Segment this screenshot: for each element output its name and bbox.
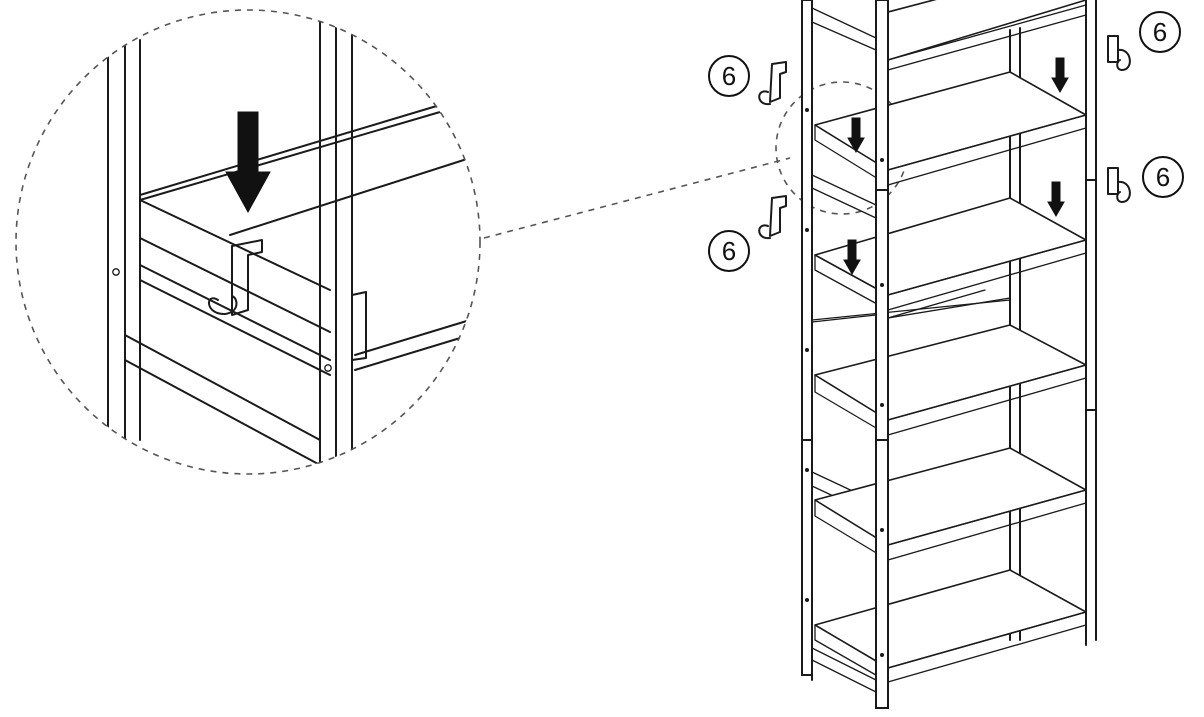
hook-part-left-lower [758, 195, 787, 240]
callout-label: 6 [722, 236, 736, 266]
zoom-detail-content [107, 19, 471, 471]
down-arrow-icon [1051, 57, 1069, 94]
part-callout-left-lower: 6 [708, 230, 750, 272]
hook-part-right-upper [1107, 35, 1131, 71]
part-callout-right-lower: 6 [1142, 156, 1184, 198]
hook-part-right-lower [1107, 167, 1131, 203]
shelf-unit [801, 0, 1097, 709]
zoom-leader-line [483, 157, 791, 239]
down-arrow-icon [843, 239, 861, 276]
zoom-detail [15, 9, 481, 475]
down-arrow-icon [847, 117, 865, 154]
part-callout-left-upper: 6 [708, 55, 750, 97]
down-arrow-icon [225, 111, 271, 214]
part-callout-right-upper: 6 [1139, 11, 1181, 53]
callout-label: 6 [1153, 17, 1167, 47]
hook-part-left-upper [758, 61, 787, 106]
callout-label: 6 [722, 61, 736, 91]
callout-label: 6 [1156, 162, 1170, 192]
down-arrow-icon [1047, 181, 1065, 218]
post-holes [801, 108, 1097, 657]
zoom-boundary [15, 9, 481, 475]
